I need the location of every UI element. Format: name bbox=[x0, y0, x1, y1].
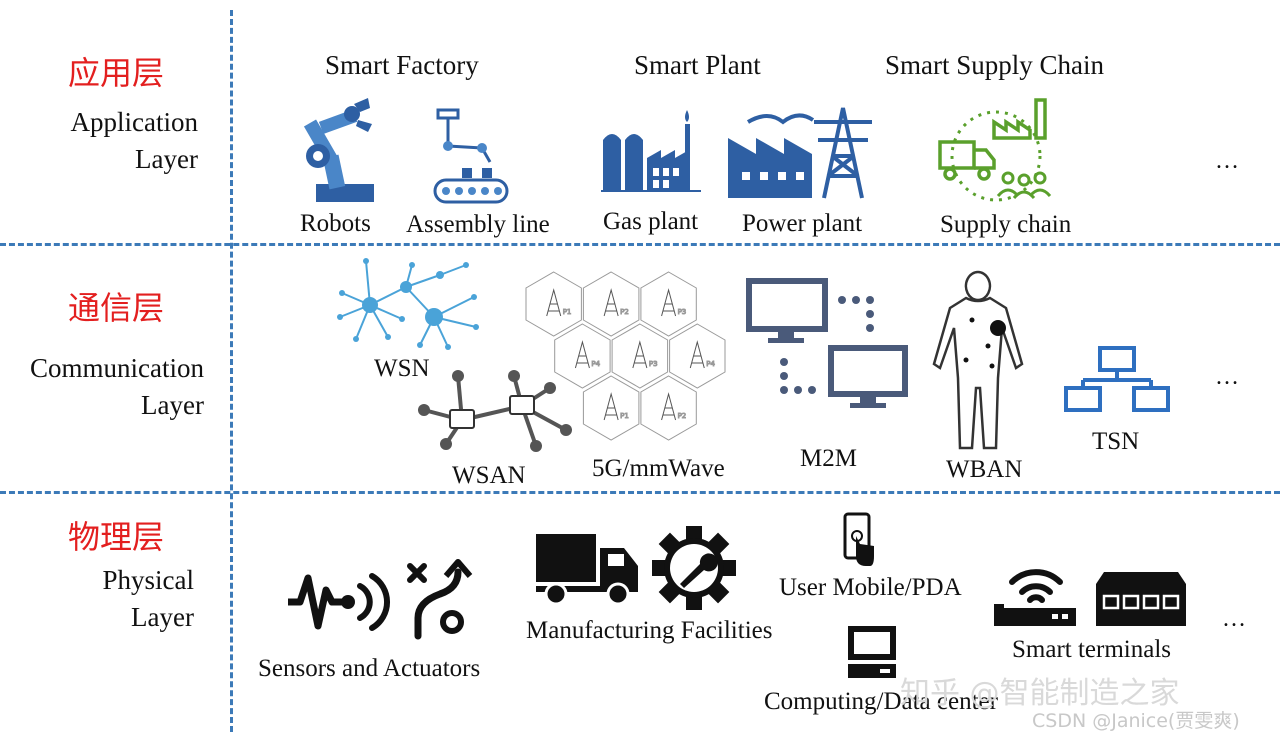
m2m-label: M2M bbox=[800, 445, 857, 472]
cell-label: P1 bbox=[620, 412, 629, 420]
communication-ellipsis: … bbox=[1215, 364, 1240, 390]
wsn-network-icon bbox=[337, 258, 479, 350]
tsn-label: TSN bbox=[1092, 428, 1140, 455]
truck-icon bbox=[536, 534, 638, 606]
zhihu-watermark: 知乎 @智能制造之家 bbox=[900, 676, 1180, 711]
gas-plant-label: Gas plant bbox=[603, 208, 699, 235]
wsan-label: WSAN bbox=[452, 462, 526, 489]
computer-icon bbox=[848, 626, 896, 678]
user-mobile-pda-label: User Mobile/PDA bbox=[779, 574, 962, 601]
cell-tower-icon bbox=[689, 340, 705, 369]
wifi-router-icon bbox=[994, 569, 1076, 626]
physical-ellipsis: … bbox=[1222, 606, 1247, 632]
physical-layer-cn: 物理层 bbox=[68, 518, 165, 556]
communication-layer-cn: 通信层 bbox=[68, 289, 165, 327]
sensor-signal-icon bbox=[288, 573, 391, 631]
application-layer-cn: 应用层 bbox=[68, 54, 165, 92]
gas-plant-icon bbox=[601, 110, 701, 192]
divider-comm-phys bbox=[0, 491, 1280, 494]
network-switch-icon bbox=[1096, 572, 1186, 626]
actuator-route-icon bbox=[407, 559, 473, 640]
mobile-phone-icon bbox=[843, 512, 874, 566]
cell-tower-icon bbox=[603, 288, 619, 317]
cell-tower-icon bbox=[603, 392, 619, 421]
cell-label: P4 bbox=[706, 360, 715, 368]
gear-wrench-icon bbox=[652, 526, 736, 610]
header-smart-plant: Smart Plant bbox=[634, 50, 761, 80]
cell-label: P3 bbox=[678, 308, 687, 316]
cell-label: P4 bbox=[591, 360, 600, 368]
power-plant-icon bbox=[728, 107, 872, 199]
application-ellipsis: … bbox=[1215, 148, 1240, 174]
robots-label: Robots bbox=[300, 210, 371, 237]
smart-terminals-label: Smart terminals bbox=[1012, 636, 1171, 663]
power-plant-label: Power plant bbox=[742, 210, 863, 237]
manufacturing-facilities-label: Manufacturing Facilities bbox=[526, 617, 773, 644]
cell-tower-icon bbox=[546, 288, 562, 317]
cell-label: P2 bbox=[620, 308, 629, 316]
cell-label: P1 bbox=[563, 308, 572, 316]
m2m-monitors-icon bbox=[746, 278, 908, 408]
supply-chain-label: Supply chain bbox=[940, 211, 1072, 238]
wsan-network-icon bbox=[418, 370, 572, 452]
sensors-actuators-label: Sensors and Actuators bbox=[258, 655, 481, 682]
divider-app-comm bbox=[0, 243, 1280, 246]
cell-label: P2 bbox=[678, 412, 687, 420]
header-smart-factory: Smart Factory bbox=[325, 50, 479, 80]
wban-label: WBAN bbox=[946, 456, 1023, 483]
wban-body-icon bbox=[932, 270, 1024, 450]
5g-mmwave-label: 5G/mmWave bbox=[592, 455, 725, 482]
cell-tower-icon bbox=[632, 340, 648, 369]
cell-tower-icon bbox=[574, 340, 590, 369]
supply-chain-icon bbox=[938, 98, 1052, 202]
computing-data-center-label: Computing/Data center bbox=[764, 688, 998, 715]
cell-tower-icon bbox=[661, 288, 677, 317]
header-smart-supply-chain: Smart Supply Chain bbox=[885, 50, 1105, 80]
cell-label: P3 bbox=[649, 360, 658, 368]
assembly-line-label: Assembly line bbox=[406, 211, 550, 238]
cell-tower-icon bbox=[661, 392, 677, 421]
tsn-topology-icon bbox=[1064, 346, 1170, 412]
assembly-line-icon bbox=[433, 108, 509, 204]
robot-arm-icon bbox=[303, 98, 374, 202]
csdn-watermark: CSDN @Janice(贾雯爽) bbox=[1032, 710, 1240, 732]
wsn-label: WSN bbox=[374, 355, 430, 382]
vertical-divider bbox=[230, 10, 233, 732]
